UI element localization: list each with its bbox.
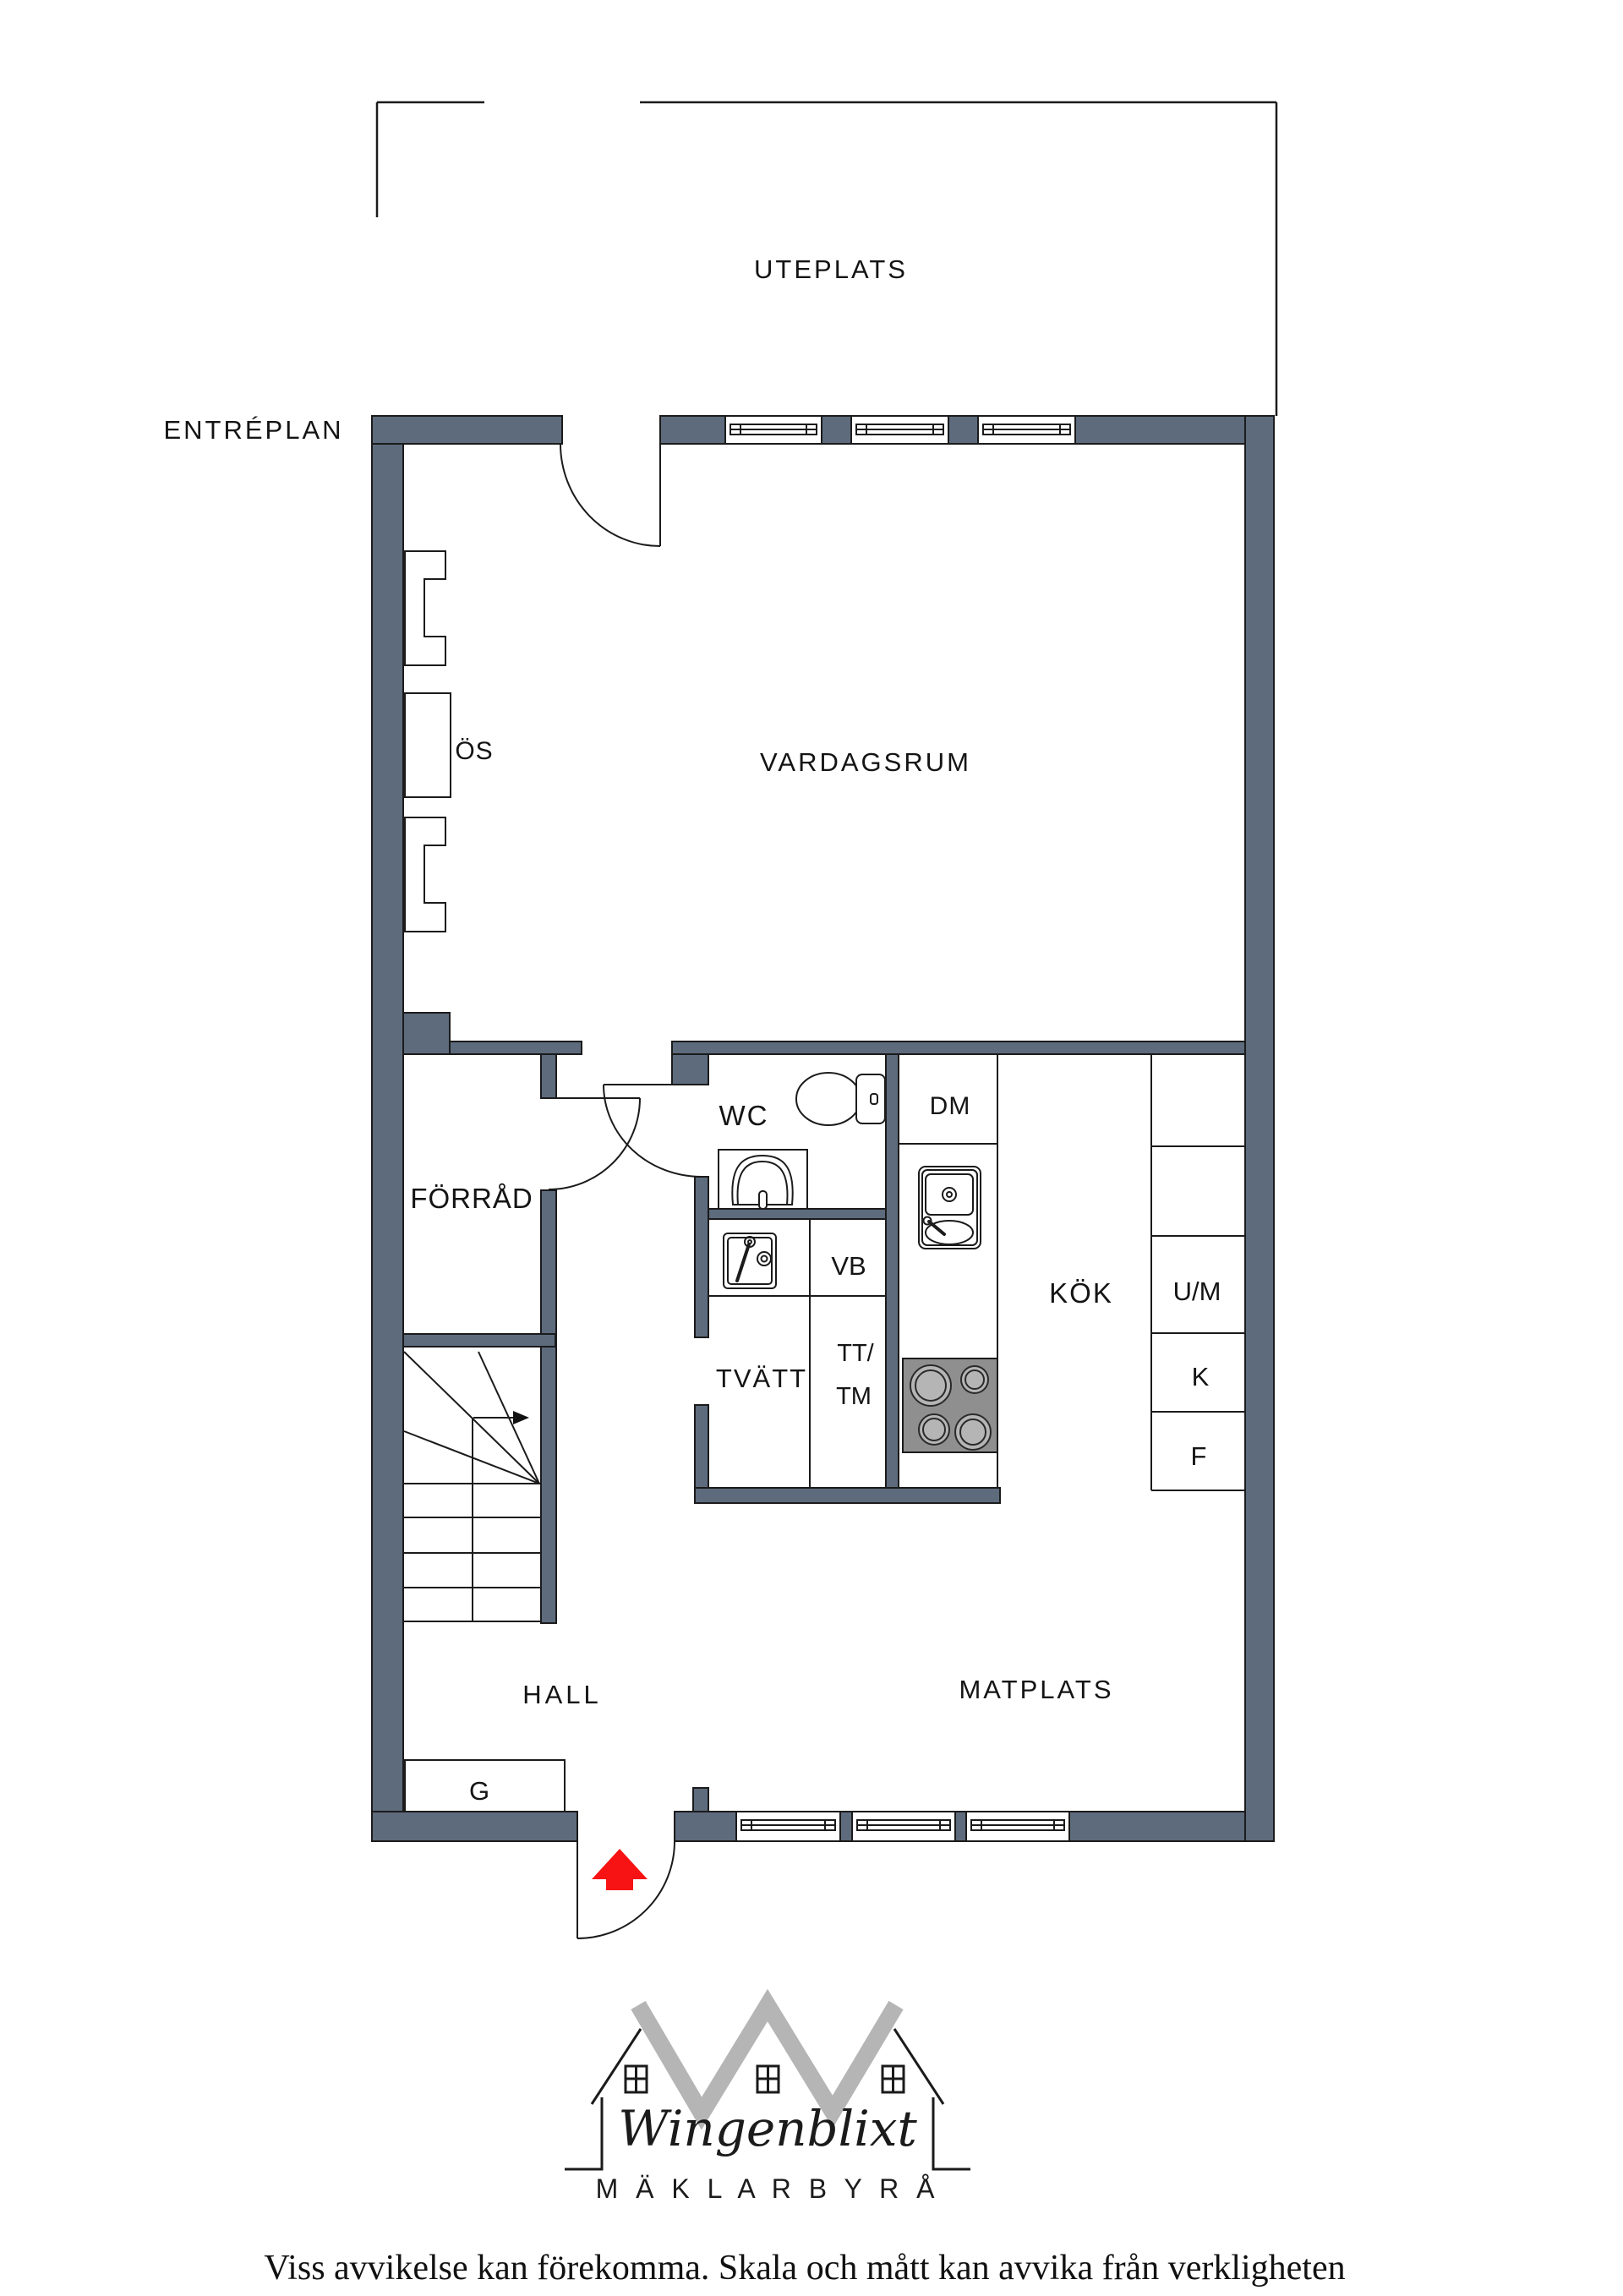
broker-logo: Wingenblixt M Ä K L A R B Y R Å bbox=[565, 1988, 970, 2204]
toilet-icon bbox=[795, 1072, 886, 1126]
fireplace-icon bbox=[404, 550, 451, 932]
logo-subtitle: M Ä K L A R B Y R Å bbox=[596, 2173, 940, 2204]
wall-bottom-segment bbox=[1068, 1811, 1246, 1842]
label-f: F bbox=[1191, 1441, 1207, 1471]
stair-winder-line bbox=[403, 1351, 540, 1484]
stair-winder-line bbox=[403, 1430, 540, 1484]
logo-window-icon bbox=[881, 2064, 905, 2094]
window bbox=[724, 415, 822, 445]
wall-forrad-stub bbox=[540, 1053, 557, 1099]
wall-top-mullion bbox=[821, 415, 852, 445]
wall-wc-bottom bbox=[708, 1208, 887, 1220]
walls bbox=[371, 415, 1275, 1842]
wall-entry-stub bbox=[692, 1787, 709, 1812]
logo-brand-name: Wingenblixt bbox=[618, 2100, 917, 2157]
windows bbox=[724, 415, 1076, 1842]
wall-right-outer bbox=[1244, 415, 1275, 1842]
wall-left-outer bbox=[371, 415, 404, 1842]
logo-window-icon bbox=[624, 2064, 648, 2094]
label-um: U/M bbox=[1173, 1276, 1221, 1306]
wall-bottom-segment bbox=[674, 1811, 737, 1842]
wall-top-segment bbox=[1074, 415, 1246, 445]
wall-forrad-bottom bbox=[402, 1333, 556, 1348]
entry-arrow-icon bbox=[592, 1849, 648, 1890]
label-tt: TT/ bbox=[837, 1340, 874, 1367]
door-top-terrace bbox=[560, 443, 661, 547]
room-label-uteplats: UTEPLATS bbox=[754, 254, 908, 284]
wall-bottom-segment bbox=[371, 1811, 578, 1842]
wall-bottom-mullion bbox=[954, 1811, 967, 1842]
wall-stairwell bbox=[540, 1189, 557, 1624]
window bbox=[735, 1811, 841, 1842]
room-label-forrad: FÖRRÅD bbox=[410, 1183, 533, 1214]
wall-bottom-mullion bbox=[839, 1811, 853, 1842]
door-forrad bbox=[548, 1097, 641, 1190]
laundry-sink-icon bbox=[723, 1233, 777, 1289]
logo-roof-icon bbox=[631, 1988, 904, 2130]
label-dm: DM bbox=[930, 1092, 971, 1120]
window bbox=[977, 415, 1076, 445]
room-label-hall: HALL bbox=[522, 1680, 602, 1709]
wall-hall-band bbox=[449, 1041, 582, 1055]
label-oppen-spis: ÖS bbox=[455, 737, 493, 765]
wall-wc-left bbox=[694, 1176, 709, 1338]
label-vb: VB bbox=[831, 1251, 866, 1281]
wc-sink-icon bbox=[718, 1149, 808, 1210]
wall-top-segment bbox=[659, 415, 726, 445]
stair-direction-arrow-icon bbox=[513, 1411, 529, 1424]
floor-label: ENTRÉPLAN bbox=[163, 415, 343, 445]
wall-hall-band bbox=[671, 1041, 1246, 1055]
label-garderob: G bbox=[469, 1776, 489, 1806]
room-label-tvatt: TVÄTT bbox=[716, 1364, 807, 1393]
label-k: K bbox=[1192, 1362, 1210, 1391]
wardrobe-box bbox=[404, 1759, 566, 1812]
window bbox=[850, 415, 949, 445]
wall-wc-right bbox=[885, 1053, 899, 1493]
logo-house-icon bbox=[565, 2028, 970, 2171]
stairs bbox=[403, 1351, 541, 1622]
wall-top-mullion bbox=[948, 415, 979, 445]
door-entry bbox=[577, 1840, 675, 1939]
wall-top-segment bbox=[371, 415, 563, 445]
label-tm: TM bbox=[836, 1383, 872, 1410]
disclaimer-text: Viss avvikelse kan förekomma. Skala och … bbox=[264, 2249, 1345, 2288]
room-label-matplats: MATPLATS bbox=[959, 1675, 1113, 1704]
kitchen-sink-icon bbox=[918, 1166, 981, 1249]
doors bbox=[548, 443, 702, 1939]
stove-icon bbox=[902, 1358, 998, 1453]
uteplats-outline bbox=[375, 101, 1278, 416]
logo-window-icon bbox=[756, 2064, 780, 2094]
window bbox=[851, 1811, 956, 1842]
window bbox=[965, 1811, 1070, 1842]
wall-laundry-bottom bbox=[694, 1487, 1001, 1504]
wall-wc-corner bbox=[671, 1053, 709, 1085]
wall-chimney-block bbox=[402, 1012, 451, 1055]
room-label-vardagsrum: VARDAGSRUM bbox=[760, 747, 971, 777]
door-wc bbox=[603, 1084, 702, 1178]
room-label-wc: WC bbox=[719, 1100, 769, 1131]
room-label-kok: KÖK bbox=[1049, 1277, 1113, 1309]
